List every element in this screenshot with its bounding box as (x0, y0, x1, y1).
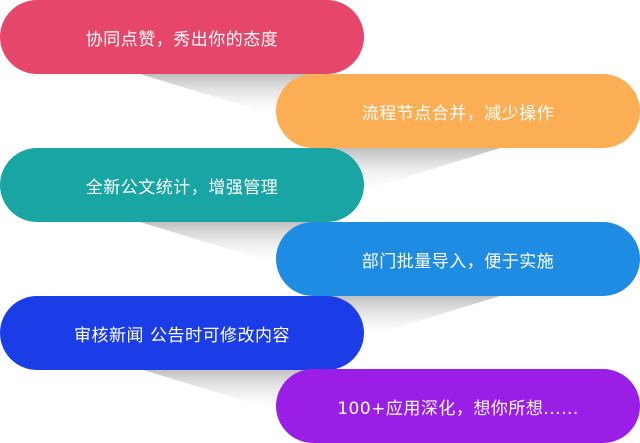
feature-label: 审核新闻 公告时可修改内容 (74, 325, 290, 346)
feature-pill-news-editing: 审核新闻 公告时可修改内容 (0, 296, 364, 370)
feature-label: 流程节点合并，减少操作 (361, 103, 555, 124)
feature-pill-workflow: 流程节点合并，减少操作 (276, 74, 640, 148)
feature-pill-department-import: 部门批量导入，便于实施 (276, 222, 640, 296)
feature-label: 协同点赞，秀出你的态度 (85, 29, 279, 50)
feature-label: 部门批量导入，便于实施 (361, 251, 555, 272)
feature-pill-statistics: 全新公文统计，增强管理 (0, 148, 364, 222)
feature-label: 100+应用深化，想你所想...... (337, 398, 579, 419)
feature-pill-likes: 协同点赞，秀出你的态度 (0, 0, 364, 74)
feature-label: 全新公文统计，增强管理 (85, 177, 279, 198)
feature-pill-apps: 100+应用深化，想你所想...... (276, 369, 640, 443)
